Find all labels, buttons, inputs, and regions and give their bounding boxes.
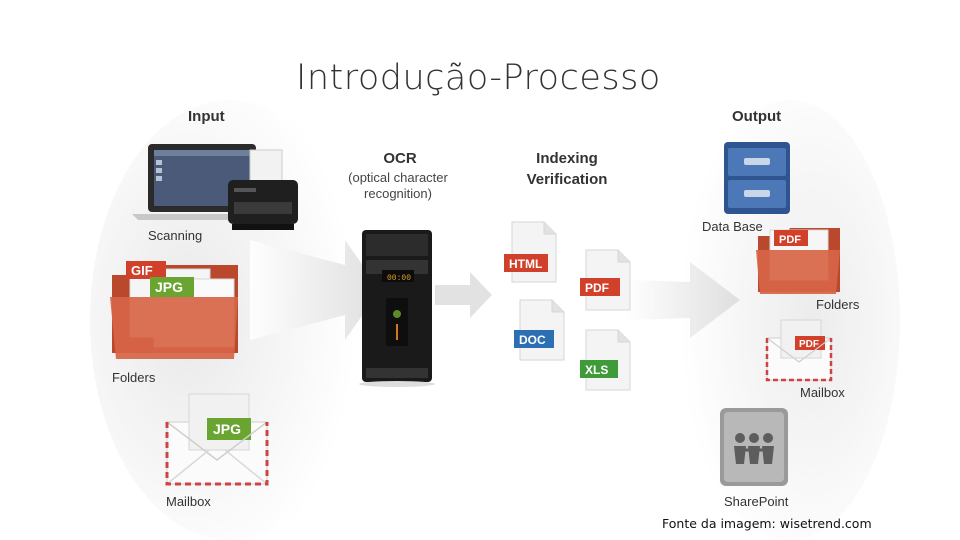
output-heading: Output — [732, 108, 782, 125]
tag-html: HTML — [509, 257, 542, 271]
xls-document-icon: XLS — [580, 329, 631, 391]
slide-title: Introdução-Processo — [296, 58, 661, 98]
output-item-label-database: Data Base — [702, 219, 763, 234]
folder-icon: PDF — [756, 228, 840, 294]
envelope-icon: JPG — [165, 393, 269, 486]
doc-document-icon: DOC — [514, 299, 565, 361]
ocr-title: OCR — [383, 150, 417, 167]
verification-title: Verification — [526, 171, 608, 188]
tag-pdf: PDF — [585, 281, 609, 295]
output-item-label-mailbox: Mailbox — [800, 385, 845, 400]
indexing-title: Indexing — [536, 150, 598, 167]
tag-jpg: JPG — [155, 279, 183, 295]
flow-arrow-output — [625, 262, 740, 338]
file-cabinet-icon — [724, 142, 790, 214]
ocr-display: 00:00 — [387, 274, 411, 283]
tag-xls: XLS — [585, 363, 608, 377]
input-heading: Input — [188, 108, 225, 125]
envelope-icon: PDF — [765, 319, 833, 382]
output-item-label-folders: Folders — [816, 297, 860, 312]
html-document-icon: HTML — [504, 221, 557, 283]
server-tower-icon: 00:00 — [359, 230, 435, 387]
scanner-laptop-icon — [132, 144, 298, 230]
flow-arrow-ocr — [435, 272, 492, 318]
tag-gif: GIF — [131, 263, 153, 278]
flow-arrow-input — [250, 240, 380, 340]
input-item-label-mailbox: Mailbox — [166, 494, 211, 509]
input-item-label-folders: Folders — [112, 370, 156, 385]
sharepoint-icon — [720, 408, 788, 486]
ocr-subtitle-line1: (optical character — [348, 170, 448, 185]
folder-icon: GIF JPG — [110, 261, 238, 359]
pdf-document-icon: PDF — [580, 249, 631, 311]
tag-doc: DOC — [519, 333, 546, 347]
tag-jpg: JPG — [213, 421, 241, 437]
source-credit: Fonte da imagem: wisetrend.com — [662, 516, 872, 531]
tag-pdf: PDF — [799, 339, 819, 350]
output-item-label-sharepoint: SharePoint — [724, 494, 789, 509]
ocr-subtitle-line2: recognition) — [364, 186, 432, 201]
input-item-label-scanning: Scanning — [148, 228, 203, 243]
tag-pdf: PDF — [779, 234, 801, 246]
